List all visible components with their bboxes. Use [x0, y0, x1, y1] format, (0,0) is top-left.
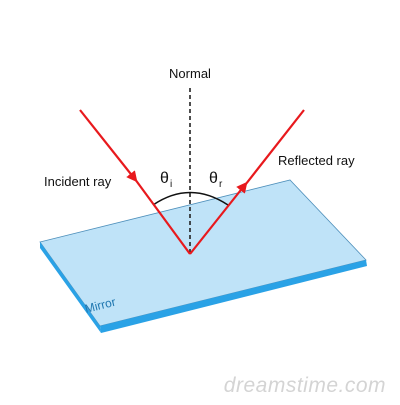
- incident-ray-segment-2: [131, 174, 191, 255]
- incident-ray-label: Incident ray: [44, 174, 112, 189]
- incident-ray-segment-1: [79, 109, 138, 183]
- reflected-ray-segment-2: [241, 109, 305, 190]
- mirror-front-edge: [100, 260, 367, 333]
- reflected-ray-segment-1: [189, 181, 248, 255]
- mirror: Mirror: [39, 179, 367, 333]
- angle-arc: [152, 191, 229, 206]
- theta-i-subscript: i: [170, 179, 172, 190]
- theta-r-symbol: θ: [209, 170, 218, 187]
- reflected-ray: [189, 109, 305, 255]
- reflected-ray-label: Reflected ray: [278, 153, 355, 168]
- watermark-text: dreamstime.com: [224, 374, 386, 397]
- theta-r-label: θ r: [209, 170, 223, 190]
- theta-i-label: θ i: [160, 170, 172, 190]
- normal-label: Normal: [169, 66, 211, 81]
- theta-i-symbol: θ: [160, 170, 169, 187]
- incident-ray: [79, 109, 191, 255]
- mirror-side-edge: [40, 242, 101, 333]
- theta-r-subscript: r: [219, 179, 223, 190]
